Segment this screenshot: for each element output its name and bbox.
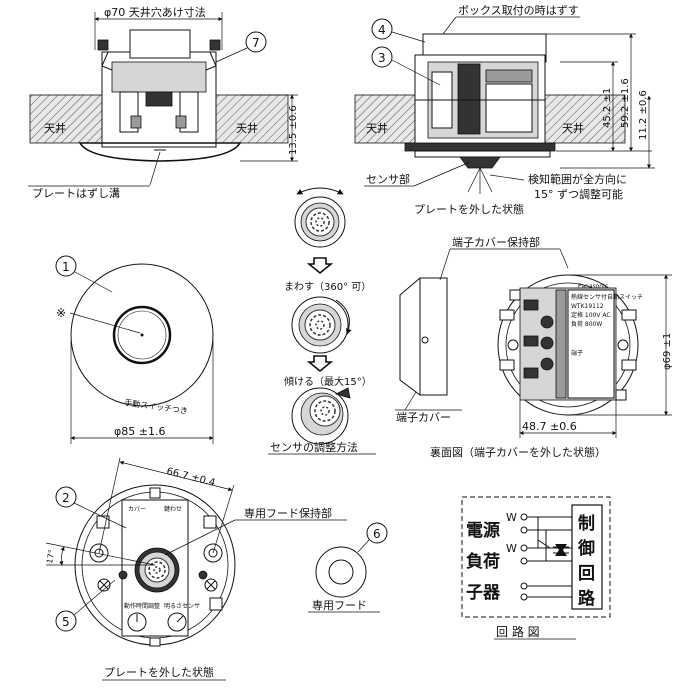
top-right-side-view: ボックス取付の時はずす 天井 天井 4 3	[354, 4, 655, 216]
plate-removed-view: カバー 鍵わせ 動作時間調整 明るさセンサ 2	[45, 457, 347, 681]
circuit-row-child: 子器	[466, 583, 501, 603]
hood-label: 専用フード	[312, 599, 367, 612]
dim-135: 13.5 ±0.6	[288, 105, 299, 155]
plate-removed-label: プレートを外した状態	[414, 202, 524, 216]
circuit-caption: 回 路 図	[496, 624, 540, 639]
callout-2: 2	[62, 491, 70, 505]
plate-groove-label: プレートはずし溝	[32, 187, 120, 200]
back-tiny-3: 定格 100V AC	[571, 311, 611, 319]
mark-note: ※	[56, 306, 66, 320]
sensor-part-label: センサ部	[366, 172, 410, 186]
tilt-label: 傾ける（最大15°）	[284, 375, 372, 388]
plate-removed-caption: プレートを外した状態	[104, 665, 214, 679]
circuit-w1: W	[506, 511, 517, 524]
holder-label: 端子カバー保持部	[452, 235, 540, 249]
back-tiny-5: 端子	[571, 349, 583, 357]
back-tiny-6: Panasonic	[578, 283, 608, 290]
detection-note-1: 検知範囲が全方向に	[528, 172, 627, 186]
hood-figure: 6 専用フード	[308, 522, 388, 613]
ceiling-right-left: 天井	[366, 121, 388, 135]
sensor-lens-top	[305, 207, 335, 237]
back-width-label: 48.7 ±0.6	[522, 420, 577, 433]
knob-left-text: 動作時間調整	[124, 602, 160, 610]
hood-holder-label: 専用フード保持部	[244, 506, 332, 520]
control-2: 御	[577, 538, 595, 559]
callout-7: 7	[252, 36, 260, 50]
callout-3: 3	[378, 51, 386, 65]
back-tiny-4: 負荷 800W	[571, 320, 602, 328]
key-tab-text: 鍵わせ	[164, 505, 182, 513]
terminal-block	[523, 289, 567, 399]
callout-4: 4	[378, 23, 386, 37]
dim-667: 66.7 ±0.4	[165, 466, 216, 489]
dim-112: 11.2 ±0.6	[638, 90, 649, 140]
back-dia-label: φ69 ±1	[662, 333, 673, 370]
circuit-row-power: 電源	[466, 520, 500, 541]
knob-right-text: 明るさセンサ	[164, 603, 200, 610]
circuit-row-load: 負荷	[466, 551, 500, 572]
back-tiny-1: 熱線センサ付自動スイッチ	[571, 293, 643, 301]
control-3: 回	[578, 564, 595, 584]
callout-6: 6	[373, 527, 381, 541]
sensor-adjust-caption: センサの調整方法	[270, 440, 358, 454]
detection-note-2: 15° ずつ調整可能	[534, 187, 623, 201]
front-dia-label: φ85 ±1.6	[114, 425, 165, 438]
ceiling-label-right: 天井	[236, 121, 258, 135]
front-view: 手動スイッチつき 1 ※ φ85 ±1.6	[55, 255, 214, 444]
back-view: 熱線センサ付自動スイッチ WTK19112 定格 100V AC 負荷 800W…	[430, 274, 673, 459]
ceiling-label-left: 天井	[44, 121, 66, 135]
back-caption: 裏面図（端子カバーを外した状態）	[430, 445, 606, 459]
back-tiny-2: WTK19112	[571, 303, 604, 310]
callout-5: 5	[62, 615, 70, 629]
dim-452: 45.2 ±1	[602, 88, 613, 128]
control-1: 制	[578, 513, 595, 534]
terminal-cover-label: 端子カバー	[396, 411, 451, 424]
box-remove-note: ボックス取付の時はずす	[458, 4, 579, 17]
callout-1: 1	[62, 260, 70, 274]
angle-17: 17°	[45, 549, 56, 565]
rotate-label: まわす（360° 可）	[284, 281, 371, 293]
circuit-diagram: 電源 負荷 子器 W W 制 御 回 路 回 路 図	[461, 496, 611, 640]
cover-tab-text: カバー	[128, 506, 146, 513]
top-left-side-view: φ70 天井穴あけ寸法 天井 天井 13.5 ±0.6 プレートはずし溝	[28, 5, 299, 200]
control-4: 路	[578, 588, 596, 609]
hole-dimension-label: φ70 天井穴あけ寸法	[104, 5, 206, 19]
circuit-w2: W	[506, 542, 517, 555]
dim-592: 59.2 ±1.6	[620, 78, 631, 128]
sensor-adjust-figure: まわす（360° 可） 傾ける（最大15°） センサの調整方法	[268, 187, 376, 455]
ceiling-right-right: 天井	[562, 121, 584, 135]
terminal-cover-figure: 端子カバー 端子カバー保持部	[395, 235, 569, 424]
